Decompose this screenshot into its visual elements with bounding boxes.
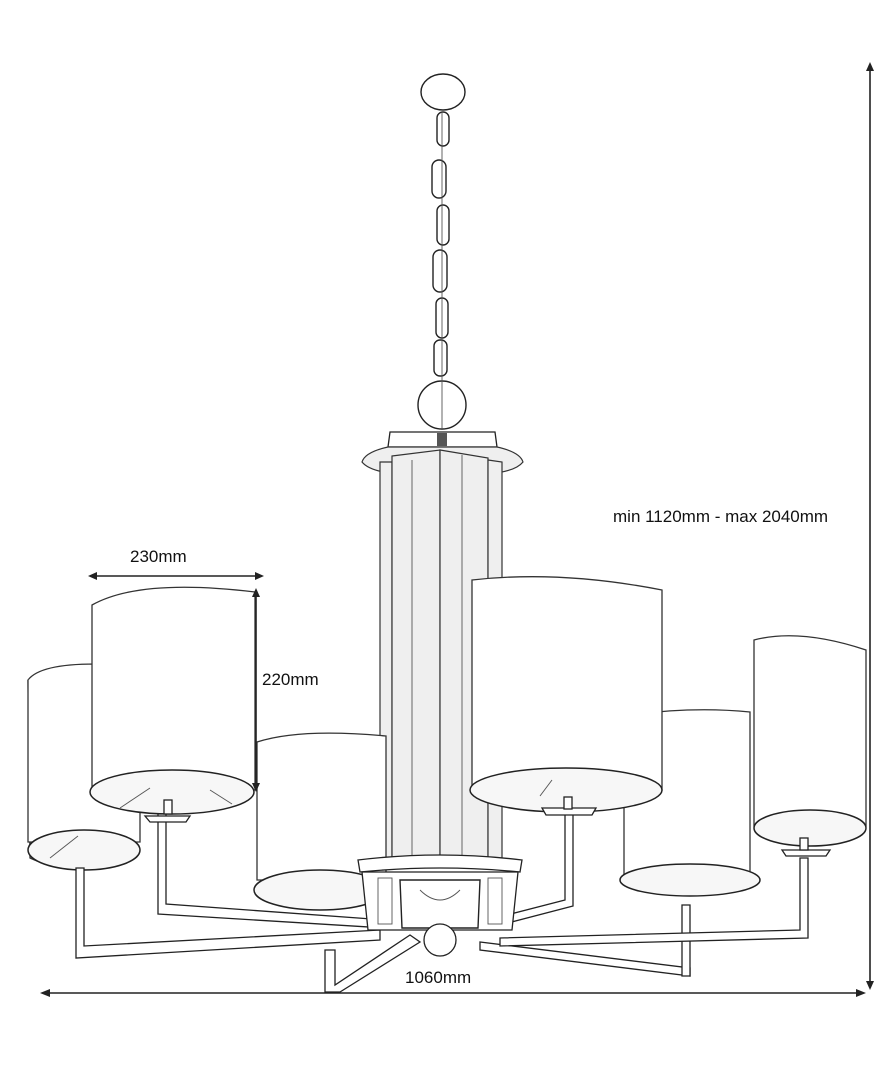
- shade-upper-right: [469, 576, 663, 816]
- shade-upper-left: [89, 586, 256, 823]
- shade-middle-left: [253, 732, 387, 911]
- dim-overall-height: [866, 62, 874, 990]
- label-shade-width: 230mm: [130, 547, 187, 566]
- chain: [417, 73, 467, 430]
- dim-shade-height: [252, 588, 260, 792]
- label-shade-height: 220mm: [262, 670, 319, 689]
- dim-overall-width: [40, 989, 866, 997]
- dim-shade-width: [88, 572, 264, 580]
- label-overall-height: min 1120mm - max 2040mm: [613, 507, 829, 526]
- lower-hub: [357, 854, 523, 957]
- shade-far-right: [753, 635, 867, 857]
- arms: [75, 811, 809, 993]
- label-overall-width: 1060mm: [405, 968, 472, 987]
